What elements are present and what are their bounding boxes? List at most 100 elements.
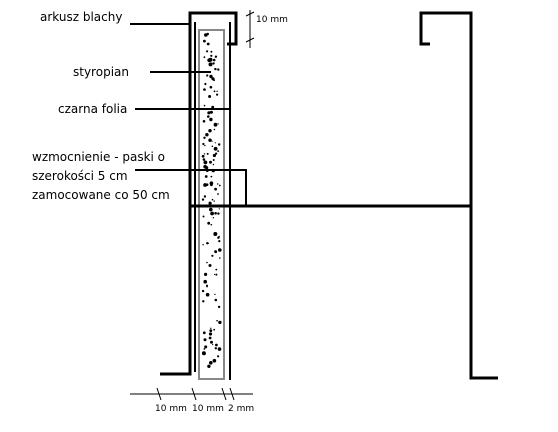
foam-dot (211, 140, 213, 142)
foam-dot (203, 39, 206, 43)
foam-dot (204, 144, 206, 147)
foam-dot (206, 74, 209, 77)
foam-dot (217, 212, 220, 215)
foam-dot (203, 104, 206, 107)
foam-dot (213, 328, 216, 331)
foam-dot (218, 248, 222, 252)
foam-dot (217, 305, 221, 309)
dimension-top-label: 10 mm (256, 15, 288, 25)
foam-dot (202, 331, 206, 335)
label-black-foil: czarna folia (58, 102, 128, 116)
foam-dot (218, 143, 221, 146)
foam-dot (216, 319, 218, 322)
foam-dot (210, 327, 212, 329)
foam-dot (206, 152, 209, 155)
foam-dot (212, 217, 215, 219)
foam-dot (214, 55, 218, 58)
foam-dot (210, 183, 213, 187)
dimension-bottom-label: 10 mm (192, 404, 224, 414)
label-sheet-metal: arkusz blachy (40, 10, 123, 24)
foam-dot (213, 146, 218, 151)
foam-dot (212, 163, 215, 166)
foam-dot (202, 215, 205, 218)
foam-dot (206, 284, 208, 287)
foam-dot (208, 336, 212, 340)
foam-dot (204, 345, 208, 349)
foam-dot (215, 268, 218, 271)
foam-dot (207, 364, 211, 368)
foam-dot (208, 57, 213, 62)
foam-dot (201, 289, 205, 293)
foam-dot (209, 74, 213, 79)
foam-dot (210, 175, 213, 178)
foam-dot (218, 184, 221, 187)
foam-dot (208, 95, 212, 98)
foam-dot (217, 150, 220, 153)
foam-dot (214, 273, 216, 276)
foam-dot (206, 261, 208, 264)
foam-dot (212, 159, 215, 161)
foam-dot (204, 82, 207, 86)
foam-dot (213, 200, 215, 202)
foam-dot (205, 133, 209, 137)
foam-dot (203, 183, 208, 187)
foam-dot (210, 54, 213, 57)
foam-dot (214, 67, 217, 71)
foam-dot (214, 142, 216, 144)
foam-dot (207, 115, 210, 118)
foam-dot (210, 211, 215, 216)
foam-dot (218, 235, 220, 238)
foam-dot (217, 347, 222, 351)
foam-dot (208, 138, 212, 142)
foam-dot (211, 145, 214, 148)
foam-dot (206, 50, 209, 53)
bottom-dimension-tick (156, 387, 162, 401)
foam-dot (218, 320, 222, 325)
foam-dot (209, 160, 212, 164)
label-styrofoam: styropian (73, 65, 129, 79)
foam-dot (218, 208, 220, 210)
foam-dot (214, 250, 217, 253)
foam-dot (205, 292, 210, 297)
foam-dot (203, 279, 207, 284)
foam-dot (212, 62, 215, 65)
foam-dot (202, 142, 205, 146)
foam-dot (209, 207, 213, 212)
foam-dot (217, 355, 220, 358)
label-reinforcement-line: zamocowane co 50 cm (32, 188, 170, 202)
foam-dot (201, 154, 205, 158)
foam-dot (206, 32, 209, 36)
foam-dot (212, 358, 217, 363)
foam-dot (207, 111, 211, 115)
foam-dot (204, 175, 208, 178)
foam-dot (215, 273, 218, 276)
foam-dot (217, 123, 219, 125)
foam-dot (215, 152, 218, 155)
foam-dot (203, 348, 206, 350)
foam-dot (201, 198, 205, 201)
foam-dot (217, 183, 219, 185)
foam-dot (213, 122, 218, 127)
foam-dot (214, 298, 218, 302)
foam-dot (203, 160, 208, 165)
reinforcement-bracket (190, 169, 247, 206)
foam-dot (204, 272, 208, 276)
styrofoam-dots (201, 32, 222, 368)
foam-dot (210, 50, 213, 53)
foam-dot (214, 212, 217, 215)
foam-dot (208, 332, 213, 336)
foam-dot (210, 340, 213, 344)
foam-dot (211, 198, 214, 201)
foam-dot (202, 120, 206, 123)
foam-dot (215, 343, 218, 347)
label-reinforcement-line: szerokości 5 cm (32, 169, 128, 183)
label-reinforcement-line: wzmocnienie - paski o (32, 150, 166, 164)
foam-dot (202, 244, 204, 246)
foam-dot (207, 42, 210, 45)
foam-dot (201, 351, 206, 356)
right-sheet-metal-profile (419, 11, 498, 380)
foam-dot (209, 361, 213, 365)
foam-dot (213, 232, 218, 236)
foam-dot (203, 164, 207, 169)
foam-dot (216, 90, 218, 93)
